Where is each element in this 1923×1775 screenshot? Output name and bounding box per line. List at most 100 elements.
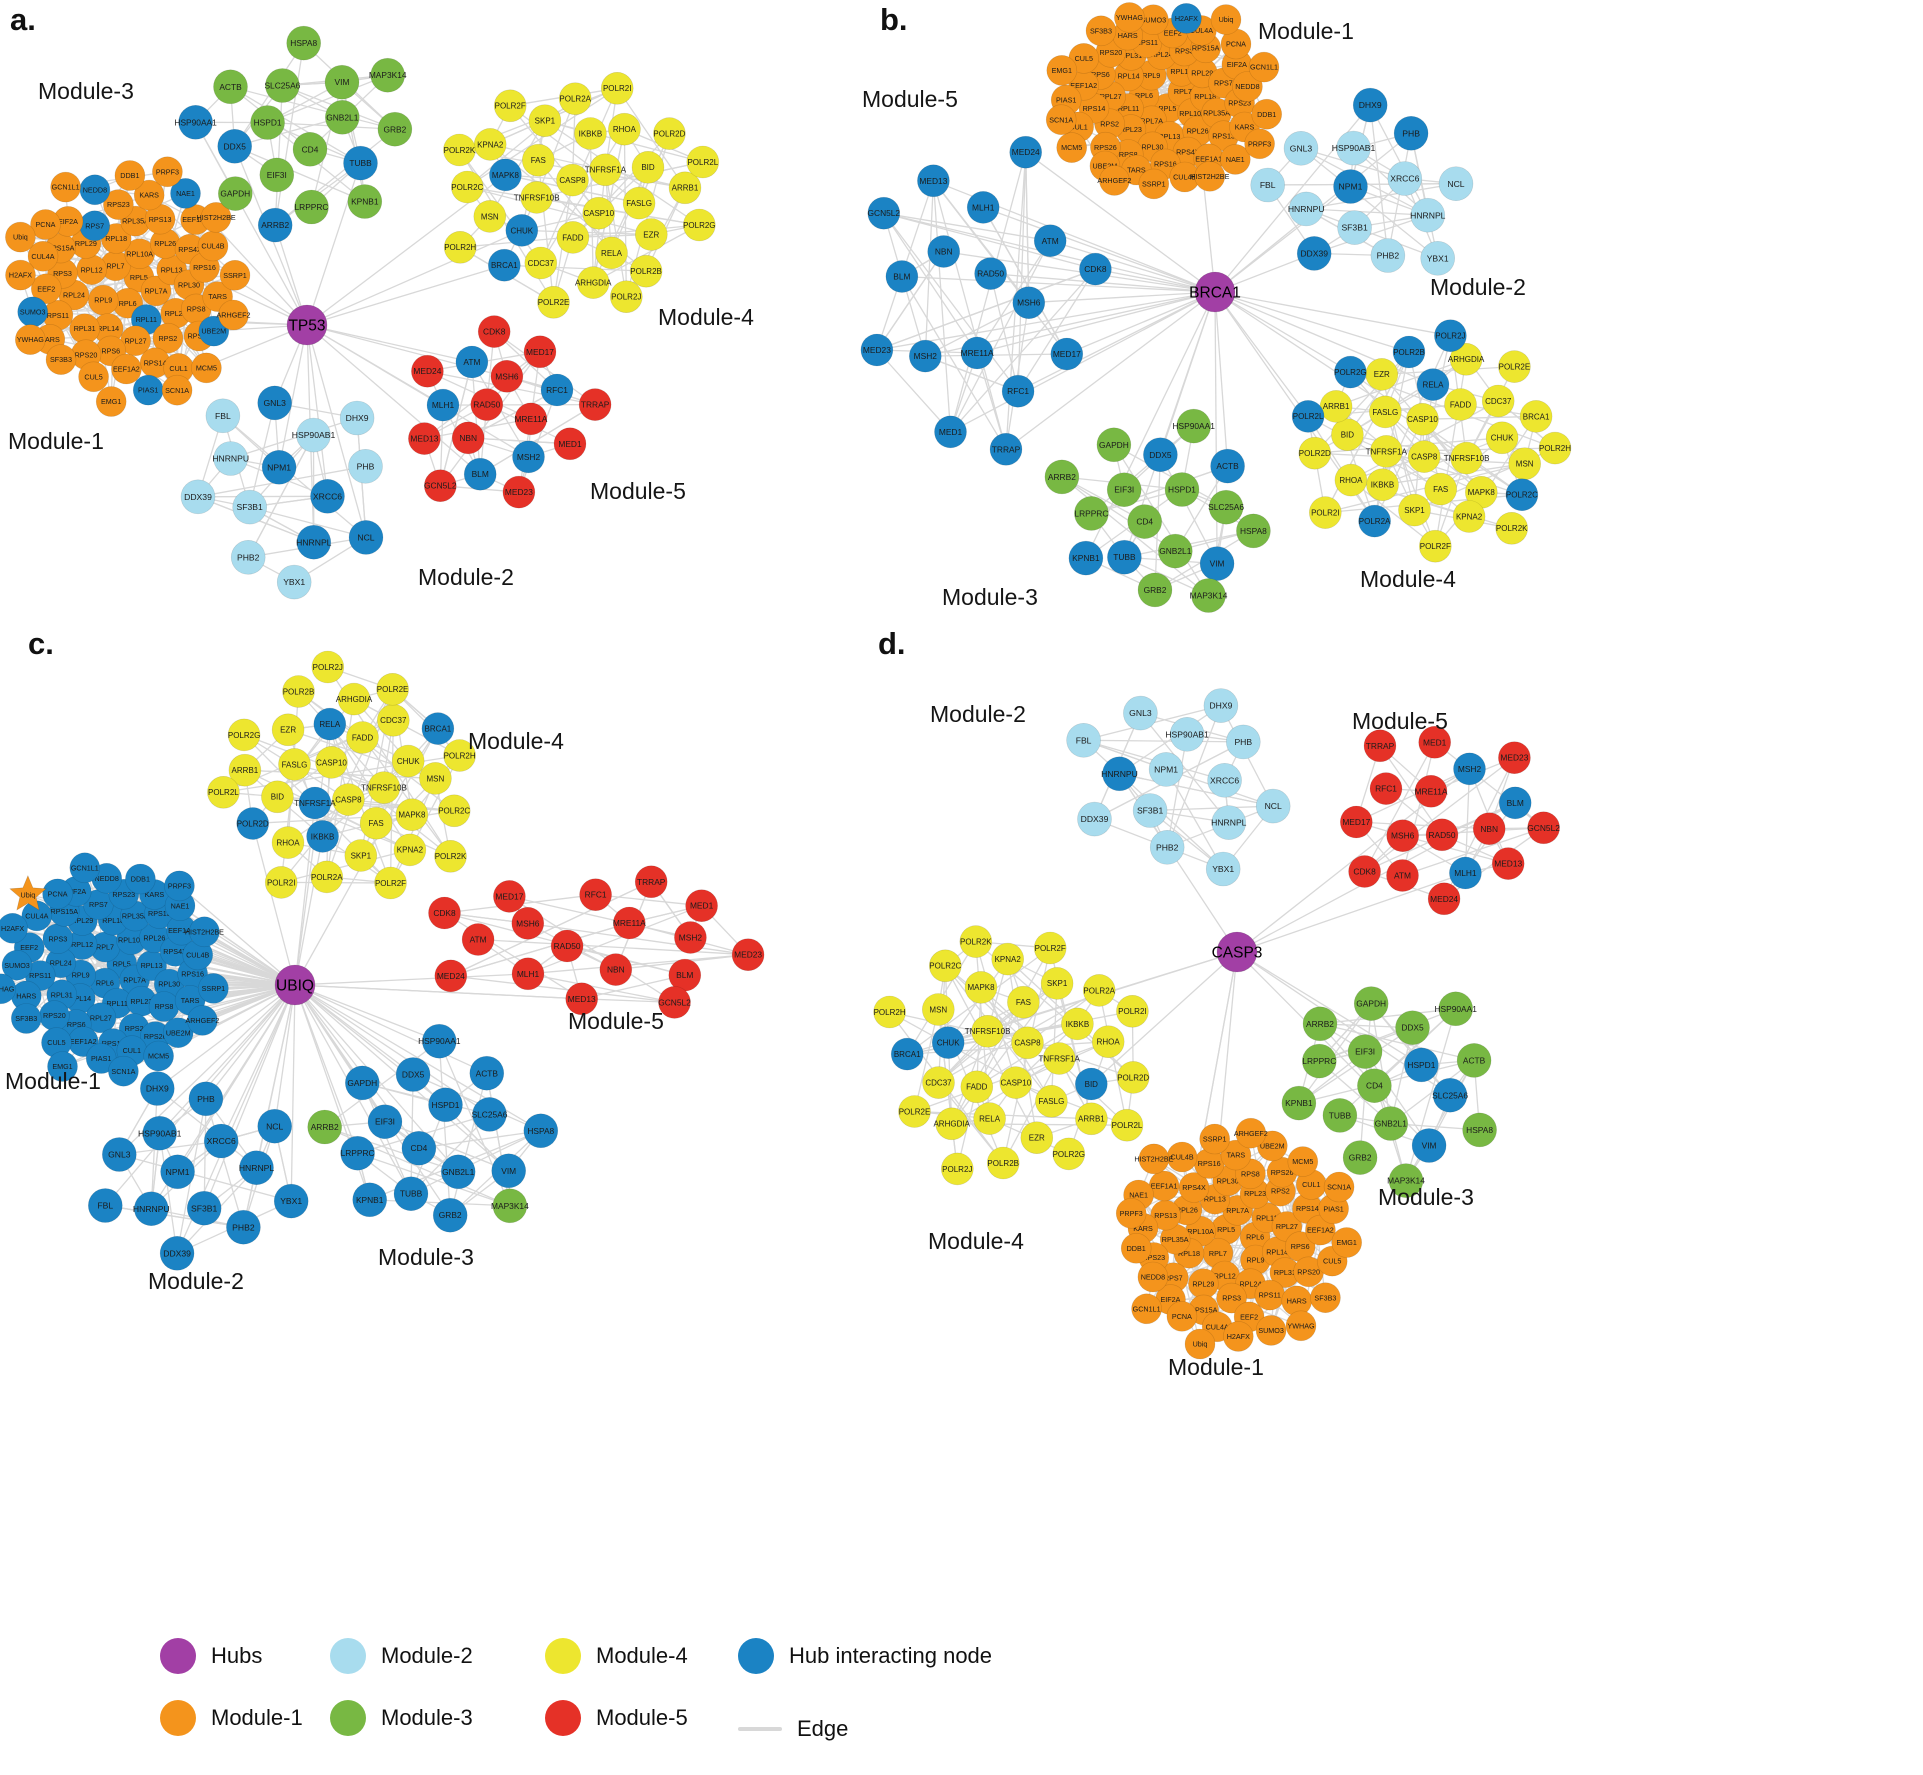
node-MED17[interactable]: [493, 880, 526, 913]
node-PCNA[interactable]: [30, 209, 61, 240]
node-ACTB[interactable]: [213, 69, 248, 105]
node-CASP10[interactable]: [999, 1066, 1033, 1099]
node-POLR2A[interactable]: [310, 860, 344, 894]
node-MAPK8[interactable]: [964, 971, 998, 1004]
node-HIST2H2BE[interactable]: [200, 202, 232, 233]
node-MED13[interactable]: [565, 982, 599, 1016]
node-GAPDH[interactable]: [218, 176, 253, 211]
node-RELA[interactable]: [1416, 368, 1450, 401]
node-YWHAG[interactable]: [0, 973, 17, 1005]
node-BLM[interactable]: [885, 260, 919, 293]
node-GAPDH[interactable]: [344, 1065, 380, 1101]
node-SKP1[interactable]: [344, 839, 378, 872]
node-MCM5[interactable]: [1056, 132, 1087, 163]
node-MLH1[interactable]: [511, 957, 545, 991]
node-TUBB[interactable]: [393, 1176, 429, 1211]
node-PHB[interactable]: [1226, 724, 1261, 760]
node-MED13[interactable]: [917, 164, 950, 198]
node-TNFRSF10B[interactable]: [367, 771, 401, 804]
node-MSH6[interactable]: [1386, 819, 1419, 853]
node-POLR2I[interactable]: [1309, 496, 1342, 529]
node-Ubiq[interactable]: [1210, 4, 1242, 35]
node-GNL3[interactable]: [257, 385, 293, 421]
node-HNRNPL[interactable]: [239, 1150, 274, 1185]
node-MRE11A[interactable]: [612, 906, 646, 940]
node-DDX5[interactable]: [1395, 1010, 1430, 1045]
node-POLR2H[interactable]: [443, 231, 477, 264]
node-SF3B1[interactable]: [232, 489, 267, 525]
node-MCM5[interactable]: [191, 352, 222, 384]
node-CD4[interactable]: [1357, 1068, 1392, 1103]
node-POLR2I[interactable]: [1116, 994, 1149, 1028]
node-MED1[interactable]: [685, 889, 718, 923]
node-CHUK[interactable]: [505, 214, 539, 247]
node-H2AFX[interactable]: [0, 913, 28, 944]
node-EIF3I[interactable]: [1106, 472, 1142, 508]
node-SCN1A[interactable]: [1323, 1171, 1355, 1203]
node-SCN1A[interactable]: [108, 1055, 139, 1087]
node-ARHGEF2[interactable]: [1099, 165, 1130, 196]
node-TNFRSF1A[interactable]: [1042, 1042, 1076, 1075]
node-ARRB2[interactable]: [1044, 459, 1080, 495]
node-POLR2F[interactable]: [493, 89, 527, 123]
node-PHB[interactable]: [348, 448, 383, 484]
node-LRPPRC[interactable]: [1074, 496, 1109, 531]
node-EMG1[interactable]: [47, 1051, 78, 1082]
node-POLR2K[interactable]: [443, 133, 476, 167]
node-KPNB1[interactable]: [1068, 540, 1104, 576]
node-HSP90AA1[interactable]: [1176, 408, 1211, 444]
node-TNFRSF1A[interactable]: [298, 786, 332, 820]
node-SCN1A[interactable]: [161, 374, 193, 406]
node-HSPD1[interactable]: [428, 1087, 463, 1123]
node-HSPA8[interactable]: [1462, 1112, 1497, 1148]
node-POLR2E[interactable]: [537, 285, 570, 319]
node-ARRB2[interactable]: [1302, 1006, 1338, 1042]
node-HSPA8[interactable]: [286, 25, 322, 61]
node-H2AFX[interactable]: [1171, 3, 1202, 34]
node-NBN[interactable]: [599, 953, 633, 986]
node-ARRB1[interactable]: [228, 753, 262, 787]
node-MSH6[interactable]: [1012, 286, 1046, 320]
node-SF3B1[interactable]: [1132, 793, 1168, 828]
node-FAS[interactable]: [1424, 472, 1457, 506]
node-ARHGEF2[interactable]: [1235, 1117, 1267, 1149]
node-BLM[interactable]: [1498, 786, 1532, 820]
node-CASP8[interactable]: [556, 163, 589, 197]
node-RAD50[interactable]: [550, 929, 584, 963]
node-MSN[interactable]: [419, 762, 452, 795]
node-SF3B3[interactable]: [10, 1003, 42, 1034]
node-CHUK[interactable]: [1485, 421, 1519, 455]
node-FBL[interactable]: [88, 1188, 123, 1223]
node-SF3B3[interactable]: [45, 344, 77, 375]
node-POLR2F[interactable]: [1419, 529, 1452, 563]
node-GCN1L1[interactable]: [1131, 1293, 1162, 1325]
node-HSPD1[interactable]: [1404, 1047, 1439, 1083]
node-XRCC6[interactable]: [1387, 161, 1423, 196]
node-Ubiq[interactable]: [9, 874, 47, 911]
node-ATM[interactable]: [1386, 859, 1419, 892]
node-CD4[interactable]: [401, 1130, 437, 1166]
node-DDX39[interactable]: [1077, 801, 1112, 837]
node-BID[interactable]: [1331, 418, 1364, 452]
node-GNL3[interactable]: [1123, 695, 1158, 731]
node-POLR2B[interactable]: [1392, 335, 1426, 369]
node-MRE11A[interactable]: [1414, 774, 1448, 808]
node-CDK8[interactable]: [428, 896, 461, 930]
node-MSH6[interactable]: [490, 359, 524, 393]
node-HSP90AA1[interactable]: [178, 105, 213, 140]
node-CD4[interactable]: [292, 132, 328, 167]
node-RFC1[interactable]: [540, 373, 574, 407]
node-GNB2L1[interactable]: [1158, 533, 1193, 569]
node-RFC1[interactable]: [1001, 374, 1035, 408]
node-POLR2L[interactable]: [1291, 400, 1325, 433]
node-BRCA1[interactable]: [890, 1037, 924, 1071]
node-MSN[interactable]: [473, 200, 507, 233]
node-KPNA2[interactable]: [393, 833, 427, 867]
node-BRCA1[interactable]: [1519, 400, 1553, 433]
hub-BRCA1[interactable]: [1194, 271, 1236, 313]
node-TRRAP[interactable]: [989, 432, 1023, 466]
node-MED1[interactable]: [1418, 725, 1451, 759]
node-TNFRSF10B[interactable]: [971, 1015, 1004, 1048]
node-POLR2C[interactable]: [450, 170, 484, 204]
node-NCL[interactable]: [1438, 166, 1474, 201]
